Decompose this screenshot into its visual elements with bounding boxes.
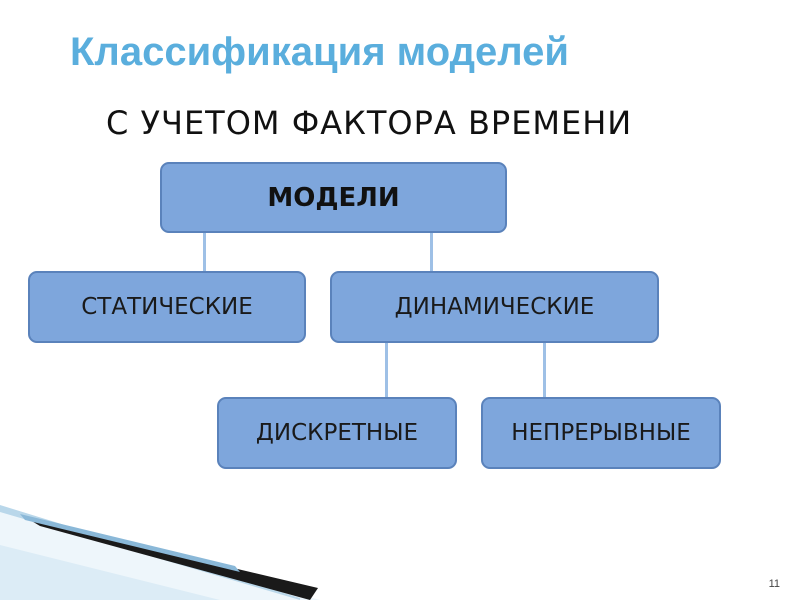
connector-root-dynamic bbox=[430, 232, 433, 272]
slide-subtitle: С УЧЕТОМ ФАКТОРА ВРЕМЕНИ bbox=[106, 104, 633, 142]
page-number: 11 bbox=[768, 578, 780, 590]
connector-dynamic-discrete bbox=[385, 342, 388, 398]
node-discrete: ДИСКРЕТНЫЕ bbox=[217, 397, 457, 469]
connector-dynamic-continuous bbox=[543, 342, 546, 398]
connector-root-static bbox=[203, 232, 206, 272]
node-dynamic: ДИНАМИЧЕСКИЕ bbox=[330, 271, 659, 343]
slide-title: Классификация моделей bbox=[70, 30, 569, 74]
node-continuous: НЕПРЕРЫВНЫЕ bbox=[481, 397, 721, 469]
node-static: СТАТИЧЕСКИЕ bbox=[28, 271, 306, 343]
node-models: МОДЕЛИ bbox=[160, 162, 507, 233]
